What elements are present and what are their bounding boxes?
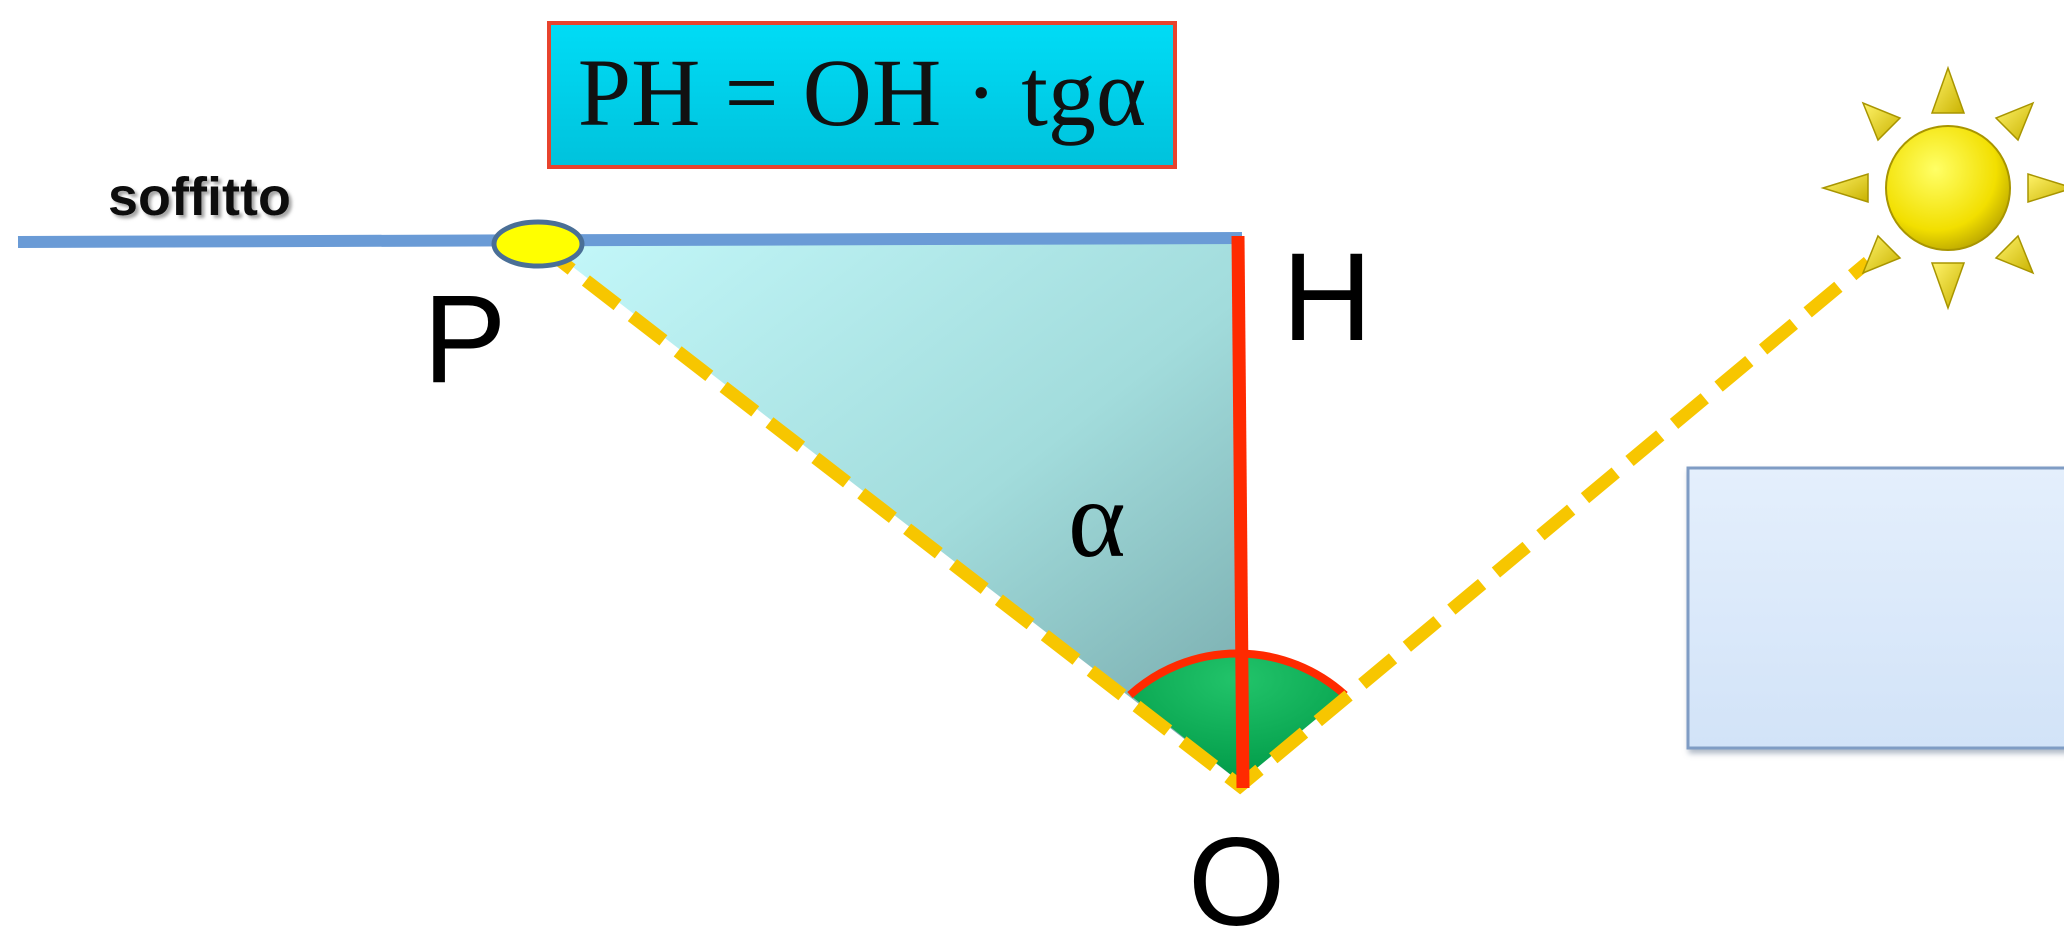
point-p-marker xyxy=(491,219,585,269)
point-o-label: O xyxy=(1188,813,1285,928)
point-h-label: H xyxy=(1282,228,1372,367)
sun-icon xyxy=(1820,65,2064,311)
mirror-box xyxy=(1686,466,2064,750)
formula-box xyxy=(547,21,1177,169)
formula-text: PH = OH · tgα xyxy=(578,39,1146,146)
ceiling-line xyxy=(17,232,1243,248)
ceiling-label: soffitto xyxy=(108,167,291,227)
vertical-oh xyxy=(1231,235,1250,789)
angle-label: α xyxy=(1068,458,1126,580)
point-p-label: P xyxy=(423,270,506,409)
